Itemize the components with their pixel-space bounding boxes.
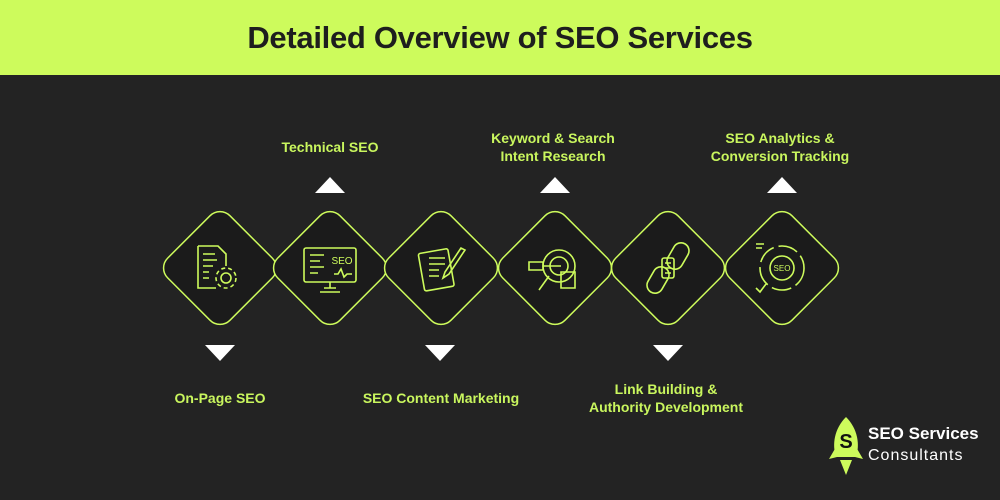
diamond-shape <box>724 210 840 326</box>
brand-name: SEO Services <box>868 424 979 443</box>
svg-text:SEO: SEO <box>331 256 352 267</box>
step-diamond-6: SEO <box>724 210 840 326</box>
brand-subtitle: Consultants <box>868 447 964 464</box>
step-diamond-5 <box>610 210 726 326</box>
document-gear-icon <box>197 245 237 289</box>
arrow-down <box>653 345 683 361</box>
label-line: SEO Analytics & <box>725 130 835 146</box>
diamond-shape <box>272 210 388 326</box>
header-banner: Detailed Overview of SEO Services <box>0 0 1000 75</box>
chain-link-icon <box>646 242 690 294</box>
step-diamond-3 <box>383 210 499 326</box>
arrow-up <box>767 177 797 193</box>
key-target-icon <box>528 249 576 291</box>
step-diamond-1 <box>162 210 278 326</box>
svg-text:S: S <box>839 431 852 453</box>
label-line: Keyword & Search <box>491 130 615 146</box>
diamond-shape <box>497 210 613 326</box>
monitor-seo-icon: SEO <box>303 247 357 293</box>
label-line: Link Building & <box>614 381 718 397</box>
page-title: Detailed Overview of SEO Services <box>247 19 753 55</box>
arrow-up <box>315 177 345 193</box>
step-diamond-4 <box>497 210 613 326</box>
svg-text:SEO: SEO <box>774 264 791 273</box>
diamond-shape <box>383 210 499 326</box>
label-analytics: SEO Analytics & Conversion Tracking <box>670 129 890 165</box>
label-on-page-seo: On-Page SEO <box>174 390 266 406</box>
label-technical-seo: Technical SEO <box>281 139 379 155</box>
step-diamond-2: SEO <box>272 210 388 326</box>
analytics-chart-icon: SEO <box>755 243 805 294</box>
label-line: Conversion Tracking <box>710 148 850 164</box>
arrow-down <box>425 345 455 361</box>
label-content-marketing: SEO Content Marketing <box>362 390 520 406</box>
arrow-up <box>540 177 570 193</box>
diamond-shape <box>162 210 278 326</box>
label-line: Intent Research <box>500 148 606 164</box>
label-link-building: Link Building & Authority Development <box>556 380 776 416</box>
label-line: Authority Development <box>588 399 743 415</box>
rocket-logo-icon: S <box>829 417 863 475</box>
arrow-down <box>205 345 235 361</box>
content-pencil-icon <box>417 246 467 292</box>
